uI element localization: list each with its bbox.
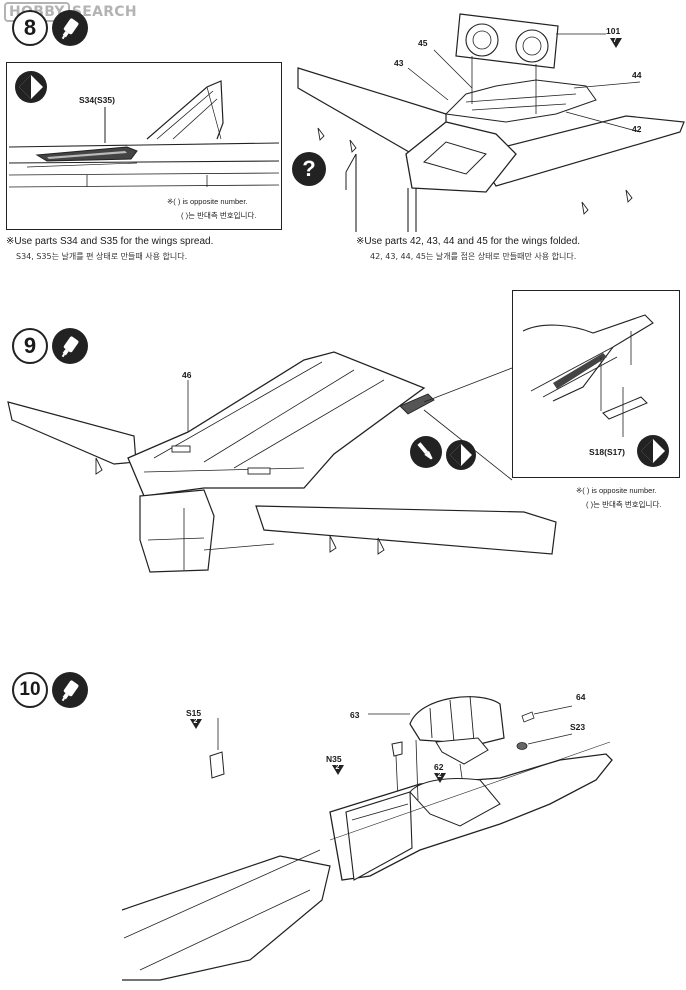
opposite-number-note-en: ※( ) is opposite number.	[167, 197, 248, 206]
diamond-option-icon	[15, 71, 47, 103]
n35-badge: 2	[332, 764, 344, 775]
part-label-n35: N35	[326, 754, 342, 764]
step-9-number: 9	[12, 328, 48, 364]
s15-badge: 2	[190, 718, 202, 729]
part-label-62: 62	[434, 762, 444, 772]
wings-spread-inset-panel: S34(S35) ※( ) is opposite number. ( )는 반…	[6, 62, 282, 230]
step-10-number: 10	[12, 672, 48, 708]
part-label-42: 42	[632, 124, 642, 134]
glue-icon	[52, 328, 88, 364]
wings-spread-instruction: ※Use parts S34 and S35 for the wings spr…	[6, 236, 214, 247]
part-label-63: 63	[350, 710, 360, 720]
opposite-number-note-ko: ( )는 반대측 번호입니다.	[586, 500, 662, 509]
part-101-badge-number: 7	[613, 37, 617, 44]
part-label-s23: S23	[570, 722, 586, 732]
paint-brush-icon	[410, 436, 442, 468]
diamond-option-icon	[446, 440, 476, 470]
part-label-43: 43	[394, 58, 404, 68]
fuselage-spread-wings-drawing	[7, 351, 557, 573]
part-label-45: 45	[418, 38, 428, 48]
glue-icon	[52, 10, 88, 46]
s18-detail-inset-panel: S18(S17)	[512, 290, 680, 478]
opposite-number-note-en: ※( ) is opposite number.	[576, 486, 657, 495]
wings-spread-instruction-ko: S34, S35는 날개를 편 상태로 만들때 사용 합니다.	[16, 252, 188, 261]
opposite-number-note-ko: ( )는 반대측 번호입니다.	[181, 211, 257, 220]
part-label-s18: S18(S17)	[589, 447, 625, 457]
glue-icon	[52, 672, 88, 708]
s18-detail-drawing	[522, 314, 654, 437]
part-label-64: 64	[576, 692, 586, 702]
part-label-46: 46	[182, 370, 192, 380]
part-label-101: 101	[606, 26, 621, 36]
cockpit-canopy-drawing	[121, 695, 613, 981]
step-8-number: 8	[12, 10, 48, 46]
wings-folded-instruction: ※Use parts 42, 43, 44 and 45 for the win…	[356, 236, 581, 247]
tail-fin-drawing	[8, 80, 280, 188]
watermark-brand-rest: SEARCH	[71, 4, 137, 20]
p62-badge: 2	[434, 772, 446, 783]
part-label-s34: S34(S35)	[79, 95, 115, 105]
part-label-s15: S15	[186, 708, 202, 718]
part-label-44: 44	[632, 70, 642, 80]
wings-folded-instruction-ko: 42, 43, 44, 45는 날개를 접은 상태로 만들때만 사용 합니다.	[370, 252, 577, 261]
s15-badge-number: 2	[193, 718, 198, 725]
diamond-option-icon	[637, 435, 669, 467]
p62-badge-number: 2	[437, 772, 442, 779]
wings-folded-drawing	[297, 13, 685, 232]
part-101-badge: 7	[610, 37, 622, 48]
n35-badge-number: 2	[335, 764, 340, 771]
question-mark-icon: ?	[292, 152, 326, 186]
